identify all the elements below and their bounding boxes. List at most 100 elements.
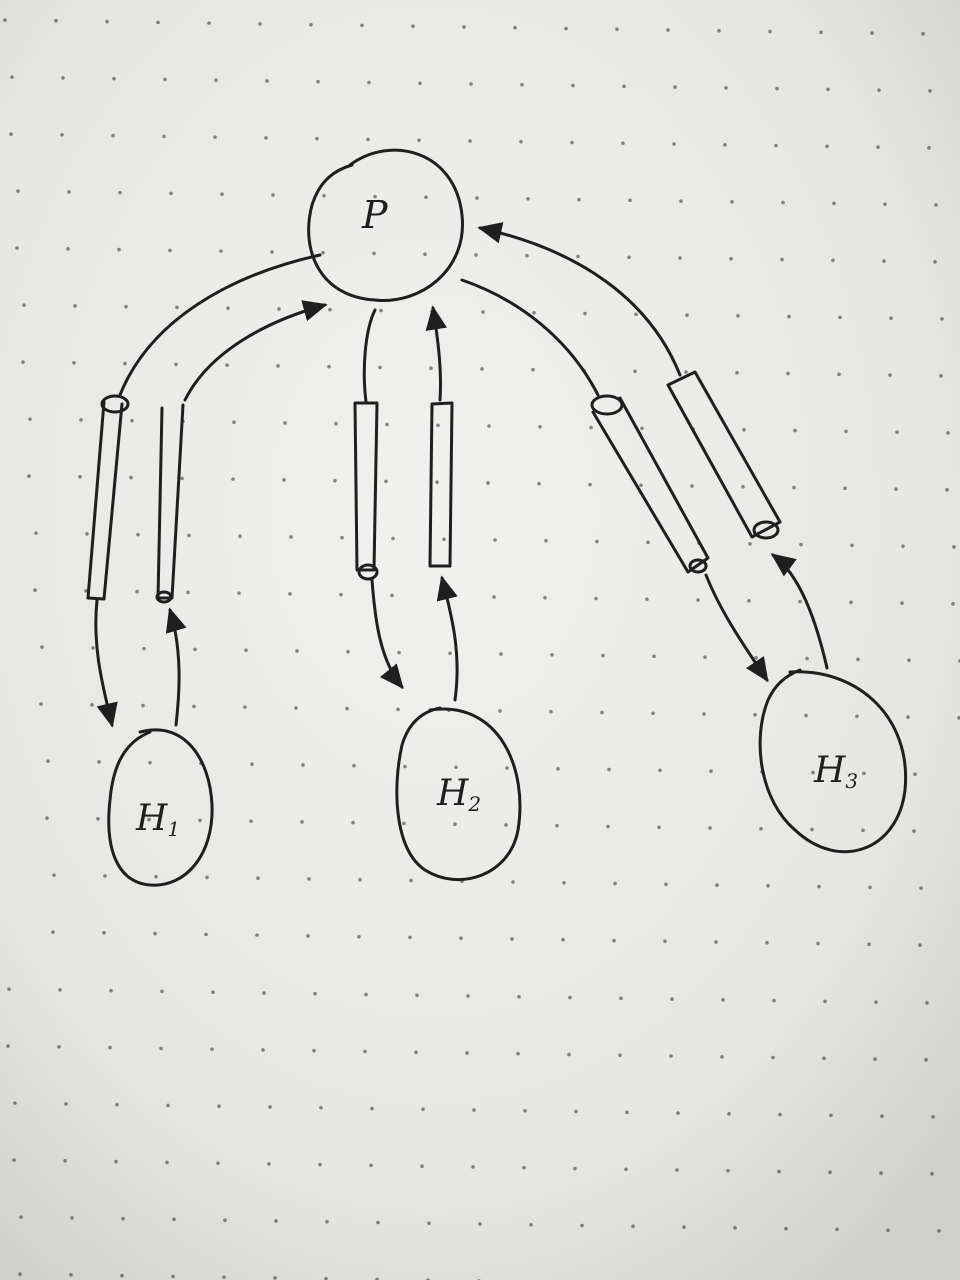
grid-dot	[670, 997, 674, 1001]
grid-dot	[843, 486, 847, 491]
grid-dot	[855, 714, 859, 719]
grid-dot	[295, 649, 299, 653]
grid-dot	[97, 760, 101, 764]
link-p-h1	[86, 253, 328, 728]
grid-dot	[634, 312, 638, 317]
grid-dot	[714, 940, 718, 944]
grid-dot	[313, 991, 317, 996]
grid-dot	[628, 198, 632, 203]
grid-dot	[895, 430, 899, 434]
grid-dot	[198, 818, 202, 823]
grid-dot	[165, 1160, 169, 1165]
grid-dot	[408, 935, 412, 940]
grid-dot	[504, 823, 508, 827]
link-h3-arrow-out	[770, 553, 829, 670]
grid-dot	[462, 25, 466, 29]
grid-dot	[267, 1162, 271, 1166]
grid-dot	[549, 709, 553, 714]
grid-dot	[33, 588, 37, 592]
grid-dot	[256, 876, 260, 880]
grid-dot	[193, 647, 197, 652]
grid-dot	[651, 711, 655, 716]
grid-dot	[427, 1221, 431, 1226]
grid-dot	[742, 428, 746, 432]
grid-dot	[411, 24, 415, 28]
grid-dot	[271, 193, 275, 197]
grid-dot	[913, 772, 917, 776]
grid-dot	[166, 1103, 170, 1108]
grid-dot	[831, 258, 835, 263]
grid-dot	[583, 311, 587, 316]
grid-dot	[912, 829, 916, 833]
grid-dot	[339, 592, 343, 597]
grid-dot	[594, 596, 598, 601]
grid-dot	[724, 86, 728, 90]
grid-dot	[211, 990, 215, 994]
grid-dot	[370, 1106, 374, 1111]
grid-dot	[325, 1219, 329, 1224]
grid-dot	[369, 1163, 373, 1168]
grid-dot	[844, 429, 848, 434]
grid-dot	[837, 372, 841, 377]
grid-dot	[861, 828, 865, 833]
grid-dot	[171, 1274, 175, 1279]
grid-dot	[255, 933, 259, 937]
link-p-h3-curve-down	[460, 278, 600, 397]
grid-dot	[618, 1053, 622, 1058]
link-p-h2	[353, 305, 459, 702]
grid-dot	[63, 1159, 67, 1163]
grid-dot	[784, 1226, 788, 1231]
pipe-p-h3-down	[590, 394, 710, 574]
grid-dot	[487, 424, 491, 428]
grid-dot	[223, 1218, 227, 1222]
grid-dot	[838, 315, 842, 320]
grid-dot	[715, 883, 719, 887]
grid-dot	[886, 1228, 890, 1232]
grid-dot	[12, 1158, 16, 1162]
grid-dot	[148, 760, 152, 765]
grid-dot	[571, 83, 575, 88]
grid-dot	[108, 1045, 112, 1050]
grid-dot	[921, 32, 925, 36]
grid-dot	[934, 203, 938, 207]
grid-dot	[61, 76, 65, 80]
grid-dot	[918, 943, 922, 947]
grid-dot	[639, 483, 643, 488]
link-p-h3-curve-up	[477, 222, 682, 377]
grid-dot	[736, 314, 740, 318]
grid-dot	[124, 304, 128, 309]
grid-dot	[174, 362, 178, 367]
grid-dot	[282, 478, 286, 482]
grid-dot	[640, 426, 644, 431]
grid-dot	[576, 254, 580, 259]
grid-dot	[219, 249, 223, 253]
grid-dot	[136, 532, 140, 537]
link-h3-arrow-in	[704, 573, 769, 683]
grid-dot	[624, 1167, 628, 1172]
grid-dot	[525, 253, 529, 258]
grid-dot	[589, 425, 593, 430]
grid-dot	[517, 994, 521, 999]
grid-dot	[22, 303, 26, 307]
grid-dot	[367, 80, 371, 85]
grid-dot	[880, 1114, 884, 1118]
grid-dot	[499, 652, 503, 656]
grid-dot	[340, 535, 344, 540]
child-node-h3: H3	[758, 668, 908, 854]
grid-dot	[631, 1224, 635, 1229]
grid-dot	[556, 766, 560, 771]
grid-dot	[51, 930, 55, 934]
grid-dot	[214, 78, 218, 82]
grid-dot	[621, 141, 625, 146]
grid-dot	[111, 133, 115, 138]
grid-dot	[793, 428, 797, 433]
grid-dot	[543, 595, 547, 600]
grid-dot	[870, 31, 874, 35]
grid-dot	[475, 196, 479, 200]
grid-dot	[346, 649, 350, 654]
grid-dot	[606, 824, 610, 829]
grid-dot	[951, 602, 955, 606]
grid-dot	[849, 600, 853, 605]
grid-dot	[333, 478, 337, 483]
